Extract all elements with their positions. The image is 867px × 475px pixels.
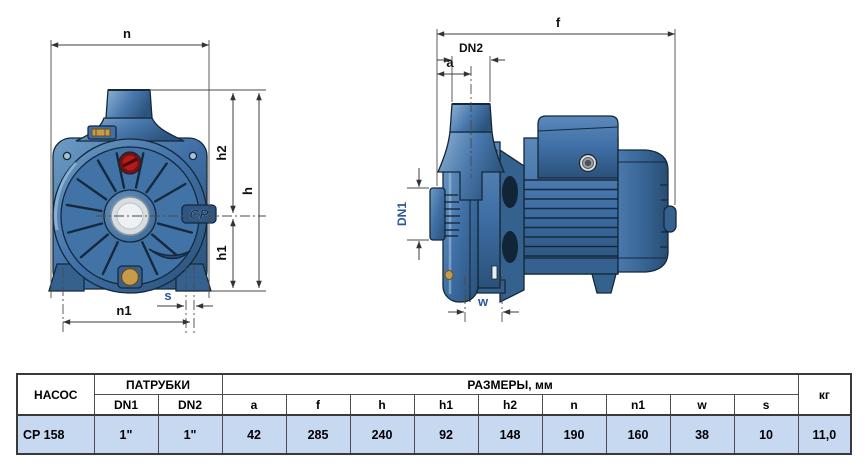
front-ribs (65, 152, 194, 276)
side-brass-plug (444, 270, 454, 280)
dim-label-f: f (556, 15, 561, 30)
cell-h: 240 (349, 414, 415, 455)
cell-s: 10 (733, 414, 799, 455)
pump-side-view: f DN2 a DN1 w (395, 15, 677, 322)
dim-label-n1: n1 (116, 303, 131, 318)
header-ports: ПАТРУБКИ (93, 373, 223, 395)
cell-a: 42 (221, 414, 287, 455)
header-f: f (285, 394, 351, 416)
front-smile-recess (148, 248, 191, 260)
dimension-n: n (50, 26, 210, 298)
front-priming-plug (118, 151, 142, 175)
header-h: h (349, 394, 415, 416)
dimension-w: w (448, 276, 519, 322)
side-fan-cover (617, 149, 677, 273)
side-motor-foot (591, 273, 617, 294)
dimension-s-n1-group: s n1 (62, 264, 213, 334)
table-row: CP 158 1" 1" 42 285 240 92 148 190 160 3… (16, 414, 852, 455)
front-drain-plug (117, 265, 143, 289)
pump-logo: CP (189, 206, 209, 222)
header-a: a (221, 394, 287, 416)
side-shaft-bump (663, 205, 677, 233)
header-h1: h1 (413, 394, 479, 416)
dimensions-table: НАСОС ПАТРУБКИ РАЗМЕРЫ, мм кг DN1 DN2 a … (16, 373, 853, 455)
header-w: w (669, 394, 735, 416)
dim-label-w: w (477, 294, 489, 309)
side-suction-port (429, 187, 460, 241)
front-volute: CP (52, 138, 217, 294)
cell-pump-model: CP 158 (16, 414, 95, 455)
bolt-hole (188, 151, 198, 161)
cell-h1: 92 (413, 414, 479, 455)
cable-gland-icon (578, 153, 598, 173)
dim-label-a: a (446, 55, 454, 70)
cell-kg: 11,0 (797, 414, 852, 455)
header-sizes: РАЗМЕРЫ, мм (221, 373, 799, 395)
dimension-dn1: DN1 (395, 168, 429, 260)
dim-label-h1: h1 (214, 245, 229, 260)
side-terminal-box (537, 115, 619, 179)
header-n1: n1 (605, 394, 671, 416)
header-dn2: DN2 (157, 394, 223, 416)
dim-label-h2: h2 (214, 145, 229, 160)
pump-front-view: CP n h (48, 26, 266, 334)
header-n: n (541, 394, 607, 416)
bolt-hole (62, 151, 72, 161)
dimension-f: f (436, 15, 676, 205)
cell-n1: 160 (605, 414, 671, 455)
header-h2: h2 (477, 394, 543, 416)
dim-label-s: s (164, 288, 171, 303)
cell-w: 38 (669, 414, 735, 455)
header-weight: кг (797, 373, 852, 416)
side-bracket (499, 148, 525, 304)
header-dn1: DN1 (93, 394, 159, 416)
pump-technical-drawing: CP n h (48, 15, 677, 334)
cell-f: 285 (285, 414, 351, 455)
dimension-a: a (437, 55, 472, 178)
header-pump: НАСОС (16, 373, 95, 416)
front-vent-plug (87, 125, 117, 140)
header-s: s (733, 394, 799, 416)
cell-n: 190 (541, 414, 607, 455)
dim-label-n: n (123, 26, 131, 41)
front-discharge-port (75, 89, 185, 142)
cell-dn1: 1" (93, 414, 159, 455)
dim-label-h: h (240, 187, 255, 195)
cell-dn2: 1" (157, 414, 223, 455)
dim-label-dn1: DN1 (395, 202, 409, 226)
dim-label-dn2: DN2 (459, 41, 483, 55)
dimension-dn2: DN2 (437, 41, 505, 102)
cell-h2: 148 (477, 414, 543, 455)
dimension-h-group: h2 h h1 (96, 89, 266, 292)
